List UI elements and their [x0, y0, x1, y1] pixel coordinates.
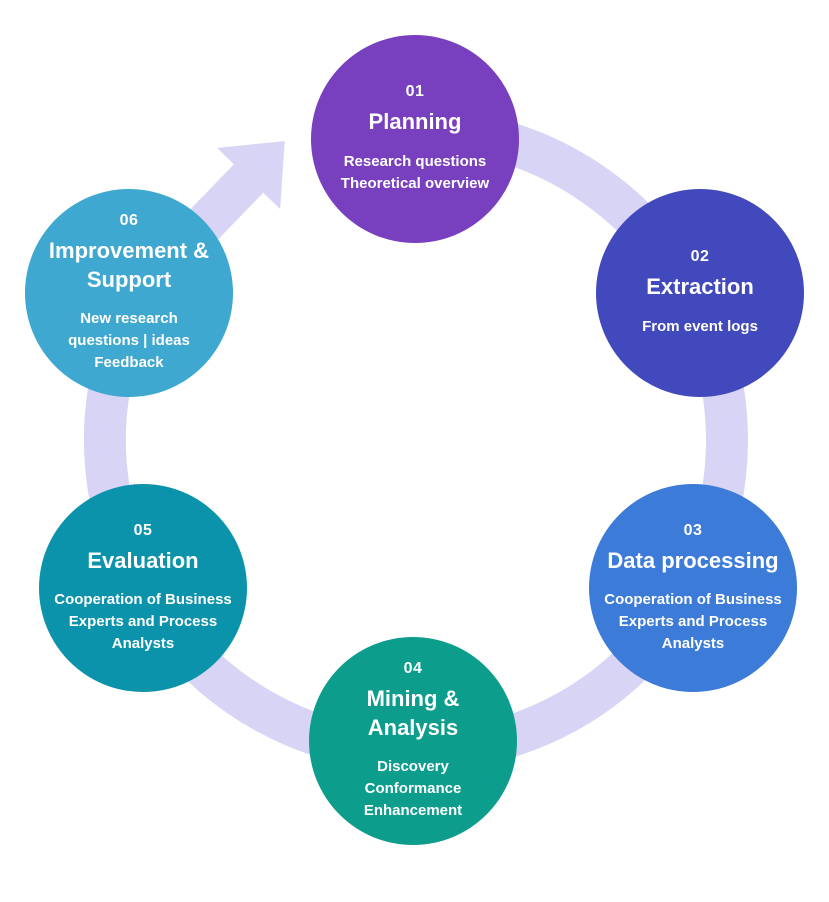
stage-description: Discovery Conformance Enhancement: [363, 758, 463, 819]
stage-description: From event logs: [642, 317, 758, 335]
stage-number: 01: [405, 83, 425, 101]
stage-title: Planning: [368, 109, 462, 135]
stage-circle-mining-analysis: 04 Mining & Analysis Discovery Conforman…: [309, 637, 517, 845]
stage-title: Mining & Analysis: [366, 686, 460, 740]
stage-description: Research questions Theoretical overview: [340, 153, 490, 192]
stage-circle-improvement-support: 06 Improvement & Support New research qu…: [25, 189, 233, 397]
stage-title: Extraction: [646, 274, 754, 300]
stage-description: New research questions | ideas Feedback: [68, 310, 190, 371]
stage-number: 02: [690, 248, 710, 266]
stage-title: Improvement & Support: [48, 238, 210, 292]
stage-circle-data-processing: 03 Data processing Cooperation of Busine…: [589, 484, 797, 692]
stage-circle-planning: 01 Planning Research questions Theoretic…: [311, 35, 519, 243]
stage-number: 05: [133, 521, 153, 539]
stage-number: 03: [683, 521, 703, 539]
stage-number: 04: [403, 660, 423, 678]
stage-description: Cooperation of Business Experts and Proc…: [604, 591, 782, 652]
stage-title: Evaluation: [87, 547, 199, 573]
stage-circle-evaluation: 05 Evaluation Cooperation of Business Ex…: [39, 484, 247, 692]
stage-number: 06: [119, 212, 139, 230]
stage-circle-extraction: 02 Extraction From event logs: [596, 189, 804, 397]
stage-title: Data processing: [607, 547, 779, 573]
stage-description: Cooperation of Business Experts and Proc…: [54, 591, 232, 652]
